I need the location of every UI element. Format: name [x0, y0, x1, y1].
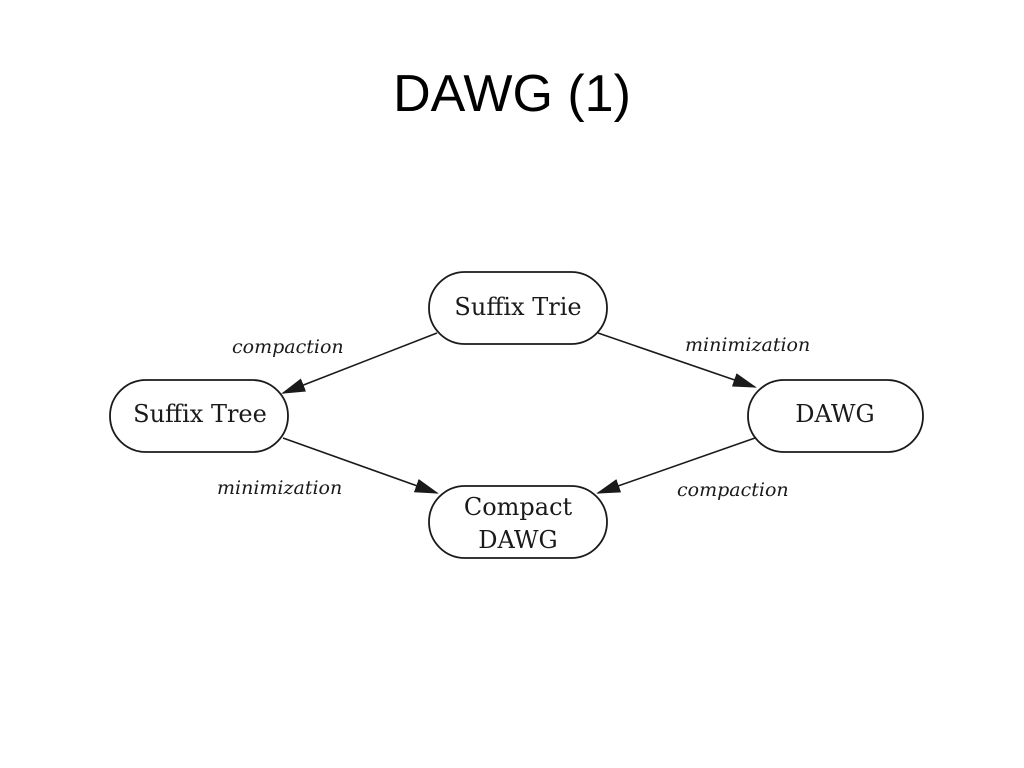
- node-label-compact-dawg-line2: DAWG: [478, 526, 557, 554]
- node-compact-dawg: Compact DAWG: [428, 485, 608, 559]
- node-label-compact-dawg-line1: Compact: [464, 493, 573, 521]
- node-outline: [109, 379, 289, 453]
- edge-trie-to-tree: compaction: [232, 332, 438, 394]
- edge-arrow: [597, 332, 757, 388]
- edge-label-compaction-left: compaction: [232, 336, 344, 358]
- edge-arrow: [282, 437, 439, 494]
- edge-label-minimization-right: minimization: [685, 334, 810, 356]
- node-outline: [747, 379, 924, 453]
- node-suffix-tree: Suffix Tree: [109, 379, 289, 453]
- node-label-suffix-tree: Suffix Tree: [133, 400, 267, 428]
- node-label-suffix-trie: Suffix Trie: [454, 293, 581, 321]
- edge-trie-to-dawg: minimization: [597, 332, 810, 388]
- node-outline: [428, 485, 608, 559]
- edge-tree-to-compact: minimization: [217, 437, 439, 499]
- node-dawg: DAWG: [747, 379, 924, 453]
- edge-label-compaction-right: compaction: [677, 479, 789, 501]
- edge-dawg-to-compact: compaction: [596, 437, 789, 501]
- edge-arrow: [596, 437, 756, 494]
- edge-arrow: [281, 332, 438, 394]
- node-label-dawg: DAWG: [795, 400, 874, 428]
- node-suffix-trie: Suffix Trie: [428, 271, 608, 345]
- edge-label-minimization-left: minimization: [217, 477, 342, 499]
- node-outline: [428, 271, 608, 345]
- slide-title: DAWG (1): [393, 65, 631, 123]
